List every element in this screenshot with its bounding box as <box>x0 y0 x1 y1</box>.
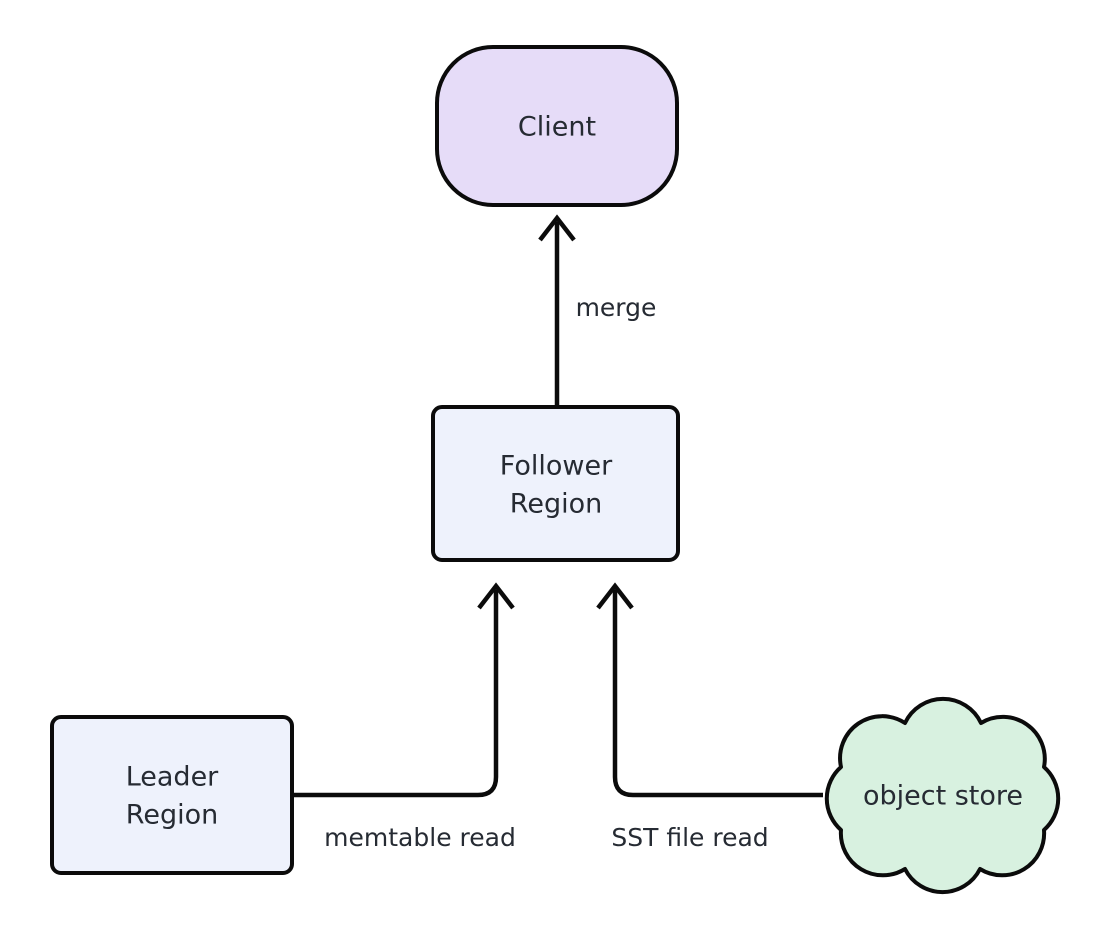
node-leader-region[interactable]: Leader Region <box>50 715 294 875</box>
client-shape <box>435 45 679 207</box>
edge-memtable-read-arrowhead <box>477 582 515 610</box>
edge-sst-file-read-arrowhead <box>596 582 634 610</box>
edge-memtable-read-label: memtable read <box>324 823 516 852</box>
edge-merge[interactable]: merge <box>538 214 657 406</box>
leader-region-label-line1: Leader <box>126 762 219 793</box>
object-store-label: object store <box>863 781 1023 812</box>
follower-region-shape <box>431 405 680 562</box>
edge-merge-label: merge <box>576 293 657 322</box>
edge-sst-file-read[interactable]: SST file read <box>596 582 823 852</box>
edge-merge-arrowhead <box>538 214 576 242</box>
node-object-store[interactable]: object store <box>824 696 1061 895</box>
client-label: Client <box>518 112 596 143</box>
node-client[interactable]: Client <box>435 45 679 207</box>
node-follower-region[interactable]: Follower Region <box>431 405 680 562</box>
follower-region-label-line2: Region <box>510 489 602 520</box>
edge-sst-file-read-label: SST file read <box>611 823 768 852</box>
edge-memtable-read-line <box>293 590 499 798</box>
edge-sst-file-read-line <box>612 590 823 798</box>
follower-region-label-line1: Follower <box>500 451 613 482</box>
object-store-cloud-shape <box>824 696 1061 895</box>
leader-region-label-line2: Region <box>126 800 218 831</box>
leader-region-shape <box>50 715 294 875</box>
edge-memtable-read[interactable]: memtable read <box>293 582 516 852</box>
